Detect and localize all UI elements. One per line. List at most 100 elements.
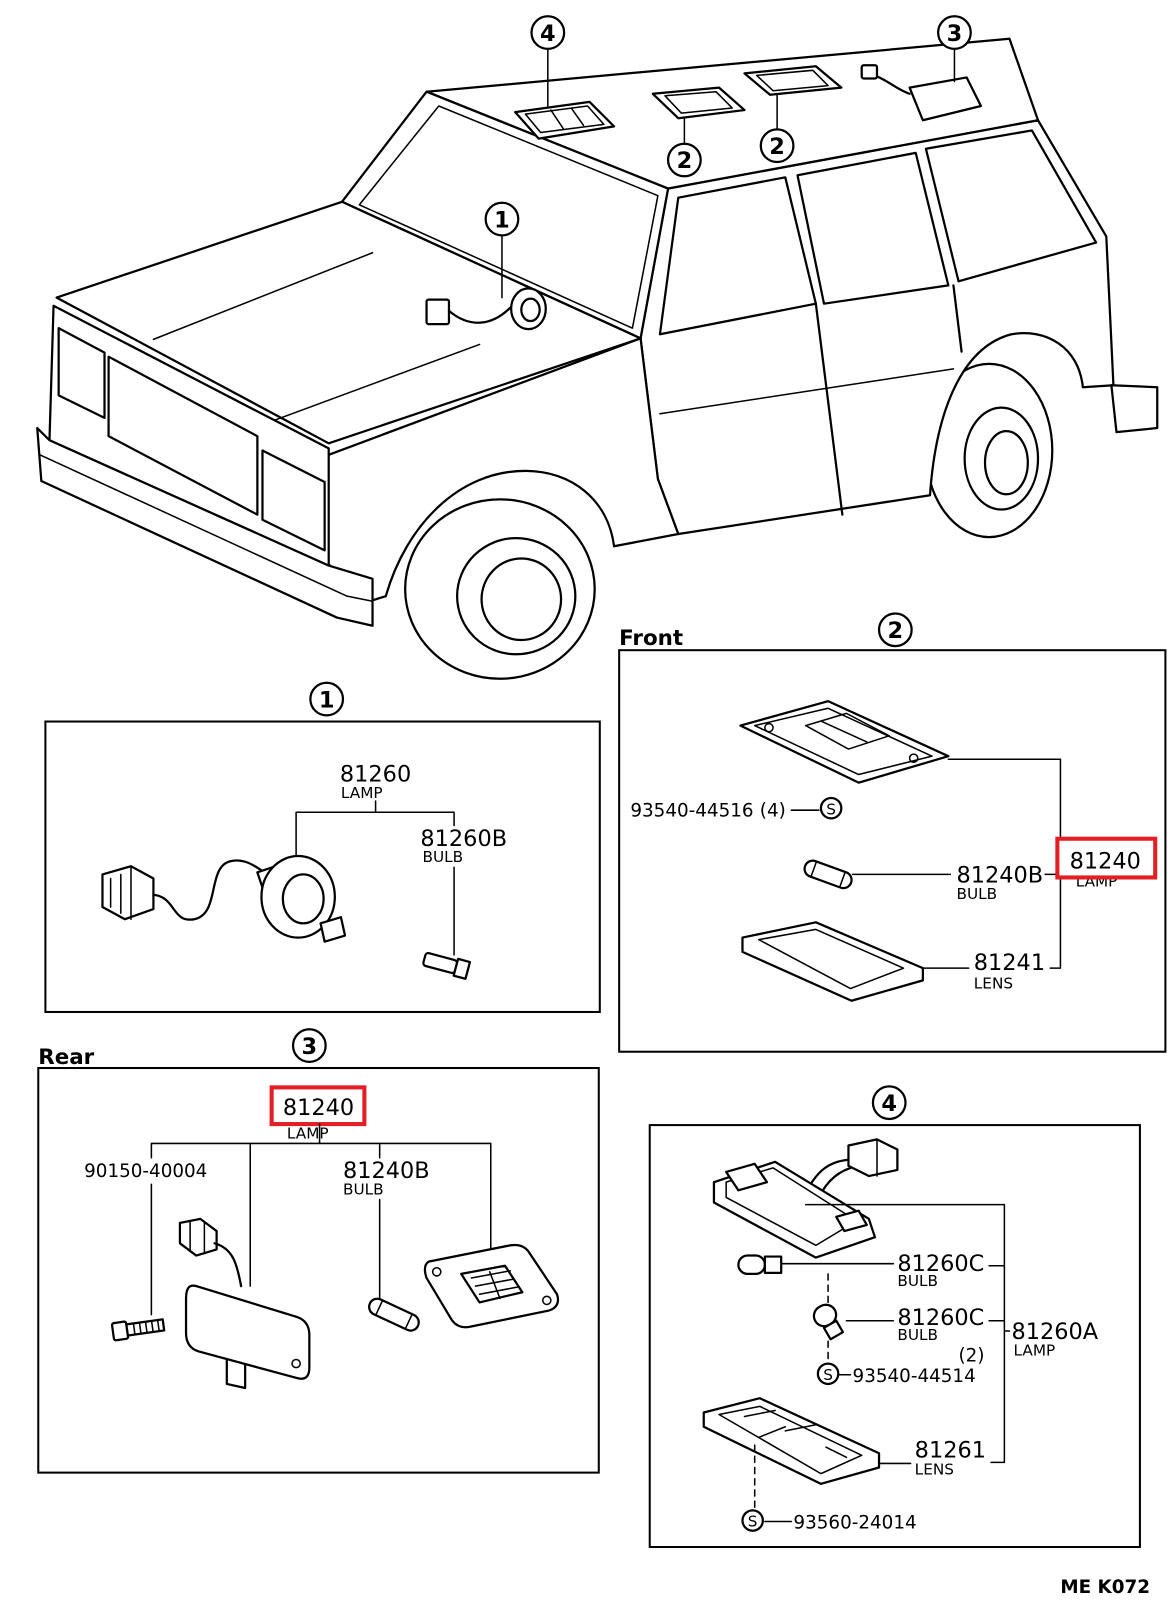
car-callout-2-middle: 2: [759, 128, 795, 164]
section-4-dashed-leaders: [753, 1273, 829, 1510]
screw-90150-40004: [110, 1318, 166, 1342]
car-callout-2-middle-label: 2: [769, 134, 785, 160]
roof-lamp-4: [514, 100, 616, 140]
screw-90150-40004-part-no: 90150-40004: [84, 1161, 207, 1182]
roof-lamp-3-rear: [860, 64, 983, 122]
bulb-81240b-front-part-no: 81240B: [956, 863, 1043, 889]
bulb-81260b-name: BULB: [422, 848, 463, 866]
screw-mark-front: S: [826, 800, 836, 818]
section-4-console-lamp: 4 81260C BULB 81260C: [648, 1085, 1141, 1549]
section-1-callout-label: 1: [319, 687, 335, 713]
lamp-base-plate: [739, 700, 950, 784]
highlight-box-81240-rear: [269, 1085, 367, 1127]
left-headlight: [57, 327, 106, 419]
car-callout-2-front-label: 2: [677, 148, 693, 174]
lamp-81260-name: LAMP: [341, 784, 383, 802]
section-2-frame: [618, 649, 1167, 1053]
car-callout-2-front: 2: [666, 142, 702, 178]
bulb-81260c-1: [737, 1254, 783, 1276]
section-1-leaders: [295, 800, 455, 956]
hood-lamp-1: [425, 287, 547, 331]
car-callout-4-label: 4: [540, 21, 556, 47]
screw-93540-44516-part-no: 93540-44516: [630, 800, 753, 821]
screw-mark-circle-front: [819, 796, 843, 820]
lamp-81240-rear-part-no: 81240: [283, 1095, 354, 1121]
screw-mark-circle-93540-44514: [816, 1362, 840, 1386]
grille: [107, 355, 259, 516]
highlight-box-81240-front: [1055, 836, 1158, 880]
section-2-heading: Front: [619, 626, 683, 651]
front-fender: [325, 337, 680, 603]
section-4-callout-label: 4: [881, 1091, 897, 1117]
car-callout-4: 4: [530, 15, 566, 51]
lamp-socket: [256, 854, 347, 943]
lens-81241-name: LENS: [974, 975, 1013, 993]
bulb-81260c-1-part-no: 81260C: [897, 1251, 984, 1277]
lamp-81260-part-no: 81260: [340, 762, 411, 788]
section-3-frame: [37, 1067, 600, 1474]
lamp-housing-81260a: [712, 1138, 899, 1259]
section-3-heading: Rear: [38, 1045, 94, 1070]
rear-lamp-housing: [423, 1243, 560, 1329]
screw-93540-44516-qty: (4): [760, 800, 786, 821]
lamp-connector: [101, 859, 269, 921]
bulb-81240b-front-name: BULB: [956, 885, 997, 903]
screw-mark-93560-24014: S: [748, 1513, 758, 1531]
festoon-bulb-81240b-rear: [368, 1297, 420, 1332]
section-2-callout: [877, 612, 913, 648]
section-4-frame: [648, 1124, 1141, 1549]
callout-leaders: [501, 48, 956, 299]
car-callout-3-label: 3: [947, 21, 963, 47]
lens-81261-name: LENS: [915, 1461, 954, 1479]
bulb-81260b-part-no: 81260B: [420, 826, 507, 852]
screw-mark-93540-44514: S: [823, 1366, 833, 1384]
screw-mark-circle-93560-24014: [741, 1509, 764, 1532]
screw-93560-24014-part-no: 93560-24014: [793, 1513, 916, 1534]
bulb-81240b-rear-name: BULB: [343, 1180, 384, 1198]
bulb-81240b-rear-part-no: 81240B: [343, 1158, 430, 1184]
rear-lamp-cover: [178, 1217, 311, 1390]
section-1-hood-lamp: 1 81260 LAMP 81260B BULB: [44, 681, 601, 1013]
section-1-frame: [44, 720, 601, 1013]
lamp-81240-front-part-no: 81240: [1070, 848, 1141, 874]
quarter-window: [924, 129, 1098, 283]
bulb-81260c-2-part-no: 81260C: [897, 1305, 984, 1331]
rear-bumper: [1110, 384, 1159, 434]
front-wheel: [404, 498, 596, 680]
bulb-81260c-1-name: BULB: [897, 1272, 938, 1290]
hood: [55, 200, 642, 445]
lens-81241: [741, 921, 924, 1002]
car-callout-1-label: 1: [494, 207, 510, 233]
section-2-callout-label: 2: [888, 618, 904, 644]
vehicle-illustration: 4 2 2 3 1: [36, 15, 1159, 680]
lens-81261-part-no: 81261: [915, 1437, 986, 1463]
front-bumper: [36, 426, 374, 627]
section-3-callout: [291, 1028, 327, 1064]
rear-door-window: [796, 151, 950, 305]
section-3-callout-label: 3: [302, 1034, 318, 1060]
section-4-callout: [871, 1085, 907, 1121]
car-callout-1: 1: [484, 201, 520, 237]
bulb-81260c-2-name: BULB: [897, 1326, 938, 1344]
wedge-bulb-81260b: [422, 951, 472, 980]
screw-93540-44514-part-no: 93540-44514: [853, 1366, 976, 1387]
rear-wheel: [924, 362, 1054, 539]
roof-lamp-2-middle: [743, 65, 843, 96]
festoon-bulb-81240b-front: [803, 859, 853, 890]
diagram-code: ME K072: [1060, 1577, 1150, 1598]
lamp-81260a-part-no: 81260A: [1012, 1319, 1099, 1345]
lamp-81240-rear-name: LAMP: [287, 1124, 329, 1142]
section-2-leaders: [851, 758, 1062, 969]
car-callout-3: 3: [937, 15, 972, 51]
section-3-rear-dome-lamp: Rear 3 LAMP 81240 90150-40004 81240B BUL…: [37, 1028, 600, 1474]
lens-81241-part-no: 81241: [974, 950, 1045, 976]
lamp-81260a-name: LAMP: [1014, 1341, 1056, 1359]
door-lines: [814, 284, 963, 516]
bulb-81260c-2: [812, 1303, 845, 1341]
bulb-qty: (2): [959, 1346, 985, 1367]
section-4-leaders: [764, 1203, 1011, 1523]
right-headlight: [261, 449, 326, 552]
section-1-callout: [309, 681, 345, 717]
roof-lamp-2-front: [651, 86, 746, 120]
